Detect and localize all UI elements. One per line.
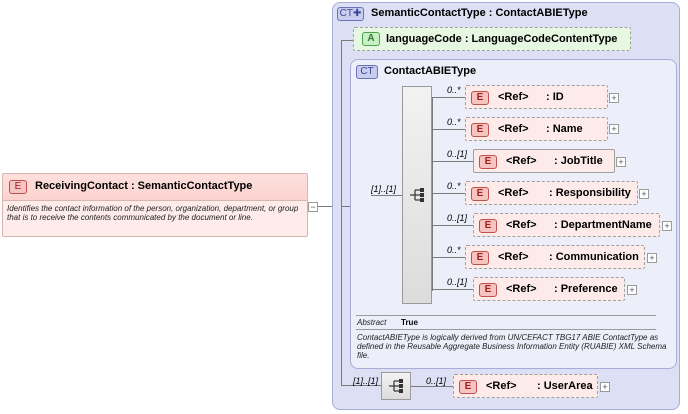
element-tag-icon: E bbox=[479, 155, 497, 169]
expand-icon[interactable]: + bbox=[647, 253, 657, 263]
divider bbox=[356, 315, 656, 316]
row-connector bbox=[432, 97, 465, 98]
expand-icon[interactable]: + bbox=[600, 382, 610, 392]
element-name-row[interactable]: E <Ref> : Name bbox=[465, 117, 608, 141]
element-name: : DepartmentName bbox=[554, 219, 652, 231]
divider bbox=[356, 329, 656, 330]
element-tag-icon: E bbox=[471, 123, 489, 137]
sequence-multiplicity: [1]..[1] bbox=[371, 184, 397, 194]
element-multiplicity: 0..* bbox=[447, 245, 461, 255]
element-tag-icon: E bbox=[471, 251, 489, 265]
row-connector bbox=[432, 289, 473, 290]
contact-abie-type-title: ContactABIEType bbox=[384, 65, 477, 77]
sequence-compositor[interactable] bbox=[402, 86, 432, 304]
language-code-attribute[interactable]: A languageCode : LanguageCodeContentType bbox=[353, 27, 631, 51]
contact-abie-annotation: ContactABIEType is logically derived fro… bbox=[357, 333, 667, 360]
element-department-name[interactable]: E <Ref> : DepartmentName bbox=[473, 213, 660, 237]
row-connector bbox=[432, 257, 465, 258]
ref-label: <Ref> bbox=[498, 187, 529, 199]
row-connector bbox=[411, 386, 453, 387]
receiving-contact-title: ReceivingContact : SemanticContactType bbox=[35, 180, 253, 192]
language-code-label: languageCode : LanguageCodeContentType bbox=[386, 33, 618, 45]
element-name: : ID bbox=[546, 91, 564, 103]
element-multiplicity: 0..* bbox=[447, 181, 461, 191]
expand-icon[interactable]: + bbox=[609, 124, 619, 134]
ref-label: <Ref> bbox=[486, 380, 517, 392]
abstract-value: True bbox=[401, 318, 418, 327]
sequence-icon bbox=[410, 188, 424, 202]
element-multiplicity: 0..* bbox=[447, 85, 461, 95]
ref-label: <Ref> bbox=[506, 283, 537, 295]
receiving-contact-header: E ReceivingContact : SemanticContactType bbox=[3, 174, 307, 201]
ref-label: <Ref> bbox=[498, 91, 529, 103]
element-multiplicity: 0..[1] bbox=[447, 213, 468, 223]
receiving-contact-element[interactable]: E ReceivingContact : SemanticContactType… bbox=[2, 173, 308, 237]
inner-connector bbox=[341, 206, 350, 207]
attr-connector bbox=[341, 40, 353, 41]
semantic-contact-type-title: SemanticContactType : ContactABIEType bbox=[371, 7, 588, 19]
ref-label: <Ref> bbox=[506, 219, 537, 231]
element-multiplicity: 0..[1] bbox=[426, 376, 447, 386]
row-connector bbox=[432, 193, 465, 194]
connector-line bbox=[318, 206, 332, 207]
element-multiplicity: 0..[1] bbox=[447, 277, 468, 287]
attribute-tag-icon: A bbox=[362, 32, 380, 46]
element-user-area[interactable]: E <Ref> : UserArea bbox=[453, 374, 598, 398]
expand-icon[interactable]: + bbox=[616, 157, 626, 167]
sequence-icon bbox=[389, 379, 403, 393]
element-tag-icon: E bbox=[459, 380, 477, 394]
complex-type-extension-icon: CT✚ bbox=[337, 7, 364, 21]
row-connector bbox=[432, 225, 473, 226]
ref-label: <Ref> bbox=[498, 251, 529, 263]
element-job-title[interactable]: E <Ref> : JobTitle bbox=[473, 149, 615, 173]
element-responsibility[interactable]: E <Ref> : Responsibility bbox=[465, 181, 638, 205]
receiving-contact-description: Identifies the contact information of th… bbox=[7, 204, 299, 222]
row-connector bbox=[432, 129, 465, 130]
element-name: : Preference bbox=[554, 283, 618, 295]
element-name: : Communication bbox=[549, 251, 639, 263]
element-id[interactable]: E <Ref> : ID bbox=[465, 85, 608, 109]
element-communication[interactable]: E <Ref> : Communication bbox=[465, 245, 645, 269]
element-preference[interactable]: E <Ref> : Preference bbox=[473, 277, 625, 301]
complex-type-icon: CT bbox=[356, 65, 378, 79]
element-name: : JobTitle bbox=[554, 155, 603, 167]
element-tag-icon: E bbox=[479, 219, 497, 233]
expand-icon[interactable]: + bbox=[627, 285, 637, 295]
element-multiplicity: 0..* bbox=[447, 117, 461, 127]
ref-label: <Ref> bbox=[506, 155, 537, 167]
outer-vertical-connector bbox=[341, 40, 342, 385]
expand-receiving-contact-icon[interactable]: − bbox=[308, 202, 318, 212]
element-tag-icon: E bbox=[479, 283, 497, 297]
element-multiplicity: 0..[1] bbox=[447, 149, 468, 159]
children-vertical-connector bbox=[432, 97, 433, 291]
element-name: : Name bbox=[546, 123, 583, 135]
sequence-connector bbox=[371, 195, 402, 196]
expand-icon[interactable]: + bbox=[662, 221, 672, 231]
ref-label: <Ref> bbox=[498, 123, 529, 135]
expand-icon[interactable]: + bbox=[639, 189, 649, 199]
element-tag-icon: E bbox=[471, 91, 489, 105]
element-name: : Responsibility bbox=[549, 187, 631, 199]
element-tag-icon: E bbox=[9, 180, 27, 194]
element-name: : UserArea bbox=[537, 380, 593, 392]
outer-seq-connector bbox=[341, 385, 381, 386]
abstract-label: Abstract bbox=[357, 318, 387, 327]
outer-sequence-multiplicity: [1]..[1] bbox=[353, 376, 379, 386]
element-tag-icon: E bbox=[471, 187, 489, 201]
row-connector bbox=[432, 161, 473, 162]
expand-icon[interactable]: + bbox=[609, 93, 619, 103]
